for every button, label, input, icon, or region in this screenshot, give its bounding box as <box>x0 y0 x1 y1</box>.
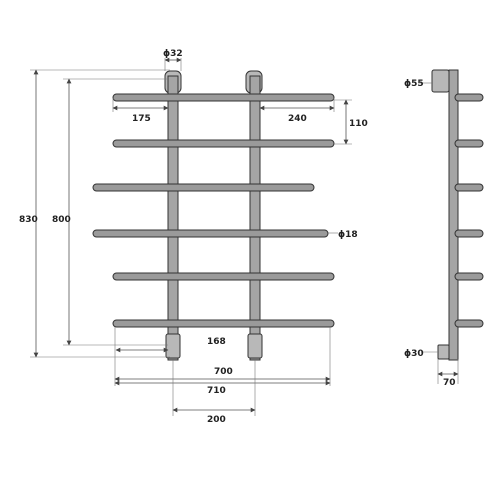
side-view: ϕ55 ϕ30 70 <box>404 69 484 388</box>
side-bar-6 <box>454 319 484 328</box>
horizontal-bar-5 <box>112 272 335 281</box>
side-vertical-post <box>448 69 459 361</box>
side-bar-1 <box>454 93 484 102</box>
label-width-inner: 700 <box>214 367 233 377</box>
side-bottom-wall-fitting <box>437 344 450 360</box>
label-top-fitting-diameter: ϕ32 <box>163 49 183 59</box>
bottom-right-fitting <box>247 333 263 359</box>
side-bar-3 <box>454 183 484 192</box>
label-left-offset: 175 <box>132 114 151 124</box>
label-overall-height: 830 <box>19 215 38 225</box>
side-bar-2 <box>454 139 484 148</box>
label-side-top-fitting-diameter: ϕ55 <box>404 79 424 89</box>
label-bar-diameter: ϕ18 <box>338 230 358 240</box>
label-bottom-offset: 168 <box>207 337 226 347</box>
bottom-left-fitting <box>165 333 181 359</box>
label-width-outer: 710 <box>207 386 226 396</box>
left-vertical-post <box>167 75 179 361</box>
front-view: ϕ32 830 800 175 240 110 ϕ18 168 <box>19 49 368 425</box>
horizontal-bar-4 <box>92 229 329 238</box>
label-side-depth: 70 <box>443 378 456 388</box>
side-bar-5 <box>454 272 484 281</box>
horizontal-bar-1 <box>112 93 335 102</box>
right-vertical-post <box>249 75 261 361</box>
label-post-height: 800 <box>52 215 71 225</box>
label-post-spacing: 200 <box>207 415 226 425</box>
horizontal-bar-3 <box>92 183 315 192</box>
label-bar-pitch: 110 <box>349 119 368 129</box>
label-right-offset: 240 <box>288 114 307 124</box>
side-top-wall-fitting <box>431 69 450 93</box>
side-bar-4 <box>454 229 484 238</box>
label-side-bottom-fitting-diameter: ϕ30 <box>404 349 424 359</box>
horizontal-bar-2 <box>112 139 335 148</box>
horizontal-bar-6 <box>112 319 335 328</box>
